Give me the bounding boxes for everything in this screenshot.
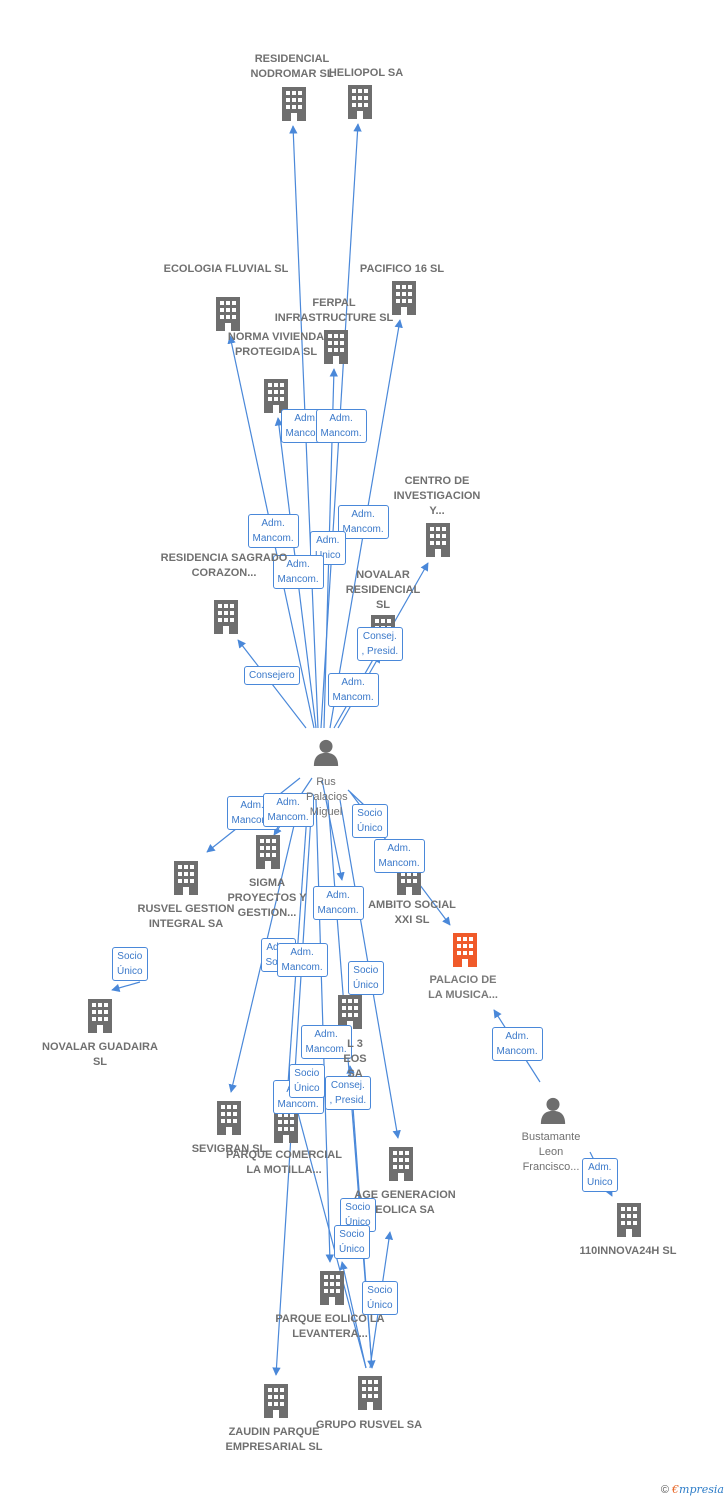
edge-label-bustamante-innova[interactable]: Adm.Unico	[582, 1158, 618, 1192]
node-label-sigma[interactable]: SIGMA PROYECTOS Y GESTION...	[227, 877, 307, 919]
node-label-rus[interactable]: Rus Palacios Miguel	[306, 776, 348, 818]
edge-label-rus-centro[interactable]: Consej., Presid.	[356, 627, 404, 661]
innova-building-icon[interactable]	[617, 1203, 641, 1237]
node-label-rusvel-gestion[interactable]: RUSVEL GESTION INTEGRAL SA	[137, 903, 235, 930]
edge-label-rus-pacifico[interactable]: Adm.Mancom.	[337, 505, 389, 539]
edge-label-rus-palacio[interactable]: Adm.Mancom.	[373, 839, 425, 873]
edge-label-rus-norma[interactable]: Adm.Mancom.	[272, 555, 324, 589]
node-label-ferpal[interactable]: FERPAL INFRASTRUCTURE SL	[274, 297, 394, 324]
edge-label-rus-grupo_rusvel[interactable]: Consej., Presid.	[324, 1076, 372, 1110]
edge-label-rus-parque_eolico[interactable]: Adm.Mancom.	[300, 1025, 352, 1059]
edge-label-rus-parque_motilla[interactable]: Adm.Mancom.	[276, 943, 328, 977]
node-label-sagrado[interactable]: RESIDENCIA SAGRADO CORAZON...	[160, 552, 288, 579]
edge-label-bustamante-palacio[interactable]: Adm.Mancom.	[491, 1027, 543, 1061]
edge-label-rus-sagrado[interactable]: Consejero	[244, 665, 300, 685]
node-label-ambito[interactable]: AMBITO SOCIAL XXI SL	[368, 899, 456, 926]
zaudin-building-icon[interactable]	[264, 1384, 288, 1418]
edge-grupo_rusvel-parque_motilla	[291, 1097, 367, 1369]
sagrado-building-icon[interactable]	[214, 600, 238, 634]
node-label-norma[interactable]: NORMA VIVIENDA PROTEGIDA SL	[227, 331, 325, 358]
centro-building-icon[interactable]	[426, 523, 450, 557]
node-label-l3[interactable]: L 3 EOS SA	[343, 1038, 367, 1080]
node-label-grupo-rusvel[interactable]: GRUPO RUSVEL SA	[315, 1419, 423, 1431]
node-label-parque-motilla[interactable]: PARQUE COMERCIAL LA MOTILLA...	[226, 1149, 342, 1176]
node-label-age[interactable]: AGE GENERACION EOLICA SA	[354, 1189, 456, 1216]
ferpal-building-icon[interactable]	[324, 330, 348, 364]
rus-person-icon[interactable]	[313, 739, 339, 766]
edge-label-rus-l3[interactable]: Adm.Mancom.	[312, 886, 364, 920]
node-label-bustamante[interactable]: Bustamante Leon Francisco...	[521, 1131, 581, 1173]
age-building-icon[interactable]	[389, 1147, 413, 1181]
rusvel-gestion-building-icon[interactable]	[174, 861, 198, 895]
edge-label-rus-ecologia[interactable]: Adm.Mancom.	[247, 514, 299, 548]
node-label-residencial-nodromar[interactable]: RESIDENCIAL NODROMAR SL	[250, 53, 334, 80]
heliopol-building-icon[interactable]	[348, 85, 372, 119]
brand-logo[interactable]: €mpresia	[672, 1483, 724, 1496]
edge-label-rus-sigma[interactable]: Adm.Mancom.	[262, 793, 314, 827]
node-label-sevigran[interactable]: SEVIGRAN SL	[191, 1143, 267, 1155]
parque-eolico-building-icon[interactable]	[320, 1271, 344, 1305]
novalar-guadaira-building-icon[interactable]	[88, 999, 112, 1033]
sigma-building-icon[interactable]	[256, 835, 280, 869]
bustamante-person-icon[interactable]	[540, 1097, 566, 1124]
node-label-parque-eolico[interactable]: PARQUE EOLICO LA LEVANTERA...	[275, 1313, 385, 1340]
palacio-building-icon[interactable]	[453, 933, 477, 967]
grupo-rusvel-building-icon[interactable]	[358, 1376, 382, 1410]
residencial-nodromar-building-icon[interactable]	[282, 87, 306, 121]
sevigran-building-icon[interactable]	[217, 1101, 241, 1135]
edge-rus-l3	[321, 779, 345, 881]
edge-label-rus-novalar_res[interactable]: Adm.Mancom.	[327, 673, 379, 707]
node-label-palacio[interactable]: PALACIO DE LA MUSICA...	[428, 974, 498, 1001]
node-label-ecologia[interactable]: ECOLOGIA FLUVIAL SL	[163, 263, 289, 275]
ecologia-building-icon[interactable]	[216, 297, 240, 331]
footer-brand: © €mpresia	[661, 1483, 724, 1496]
parque-motilla-building-icon[interactable]	[274, 1109, 298, 1143]
node-label-heliopol[interactable]: HELIOPOL SA	[328, 67, 404, 79]
edge-grupo_rusvel-parque_eolico	[339, 1261, 367, 1369]
node-label-novalar-res[interactable]: NOVALAR RESIDENCIAL SL	[345, 569, 421, 611]
edge-label-rus-heliopol[interactable]: Adm.Mancom.	[315, 409, 367, 443]
l3-building-icon[interactable]	[338, 995, 362, 1029]
node-label-pacifico[interactable]: PACIFICO 16 SL	[359, 263, 445, 275]
node-label-zaudin[interactable]: ZAUDIN PARQUE EMPRESARIAL SL	[225, 1426, 323, 1453]
node-label-centro[interactable]: CENTRO DE INVESTIGACION Y...	[393, 475, 481, 517]
copyright-symbol: ©	[660, 1484, 669, 1496]
edge-rusvel_gestion-novalar_guadaira	[111, 981, 141, 992]
node-label-novalar-guadaira[interactable]: NOVALAR GUADAIRA SL	[42, 1041, 158, 1068]
node-label-innova[interactable]: 110INNOVA24H SL	[579, 1245, 677, 1257]
norma-building-icon[interactable]	[264, 379, 288, 413]
